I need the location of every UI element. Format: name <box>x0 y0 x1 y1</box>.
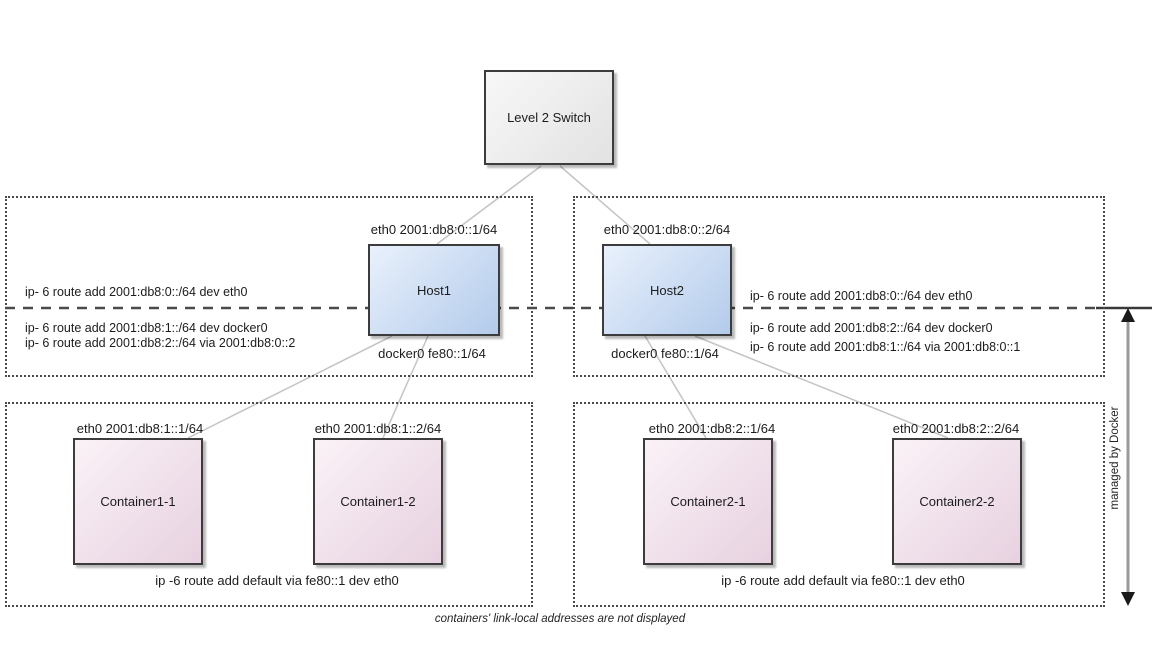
host2-route-line1: ip- 6 route add 2001:db8:0::/64 dev eth0 <box>750 289 973 303</box>
host1-eth-routes: ip- 6 route add 2001:db8:0::/64 dev eth0… <box>25 250 295 386</box>
container2-1-eth0-label: eth0 2001:db8:2::1/64 <box>648 421 776 436</box>
group1-default-route: ip -6 route add default via fe80::1 dev … <box>155 573 399 588</box>
host1-route-line1: ip- 6 route add 2001:db8:0::/64 dev eth0 <box>25 285 248 299</box>
containers1-dashed-region <box>5 402 533 607</box>
host2-route-line2: ip- 6 route add 2001:db8:1::/64 via 2001… <box>750 340 1021 354</box>
host1-eth0-label: eth0 2001:db8:0::1/64 <box>370 222 498 237</box>
host1-dashed-region <box>5 196 533 377</box>
managed-by-docker-label: managed by Docker <box>1109 406 1121 510</box>
host2-node: Host2 <box>602 244 732 336</box>
host2-eth0-label: eth0 2001:db8:0::2/64 <box>603 222 731 237</box>
host2-dashed-region <box>573 196 1105 377</box>
container1-2-eth0-label: eth0 2001:db8:1::2/64 <box>314 421 442 436</box>
container2-2-eth0-label: eth0 2001:db8:2::2/64 <box>892 421 1020 436</box>
container2-1-node: Container2-1 <box>643 438 773 565</box>
container2-2-label: Container2-2 <box>919 494 995 509</box>
host1-label: Host1 <box>417 282 451 298</box>
host1-docker0-label: docker0 fe80::1/64 <box>378 346 486 361</box>
host2-docker-route: ip- 6 route add 2001:db8:2::/64 dev dock… <box>750 321 993 335</box>
containers2-dashed-region <box>573 402 1105 607</box>
group2-default-route: ip -6 route add default via fe80::1 dev … <box>721 573 965 588</box>
container1-2-node: Container1-2 <box>313 438 443 565</box>
diagram-caption: containers' link-local addresses are not… <box>434 613 686 625</box>
host2-label: Host2 <box>650 282 684 298</box>
host1-route-line2: ip- 6 route add 2001:db8:2::/64 via 2001… <box>25 336 296 350</box>
host2-eth-routes: ip- 6 route add 2001:db8:0::/64 dev eth0… <box>750 254 1020 390</box>
host2-docker0-label: docker0 fe80::1/64 <box>611 346 719 361</box>
host1-node: Host1 <box>368 244 500 336</box>
container1-1-label: Container1-1 <box>100 494 176 509</box>
container1-1-node: Container1-1 <box>73 438 203 565</box>
switch-label: Level 2 Switch <box>507 110 591 125</box>
host1-docker-route: ip- 6 route add 2001:db8:1::/64 dev dock… <box>25 321 268 335</box>
container1-2-label: Container1-2 <box>340 494 416 509</box>
container2-2-node: Container2-2 <box>892 438 1022 565</box>
container2-1-label: Container2-1 <box>670 494 746 509</box>
level2-switch-node: Level 2 Switch <box>484 70 614 165</box>
container1-1-eth0-label: eth0 2001:db8:1::1/64 <box>76 421 204 436</box>
